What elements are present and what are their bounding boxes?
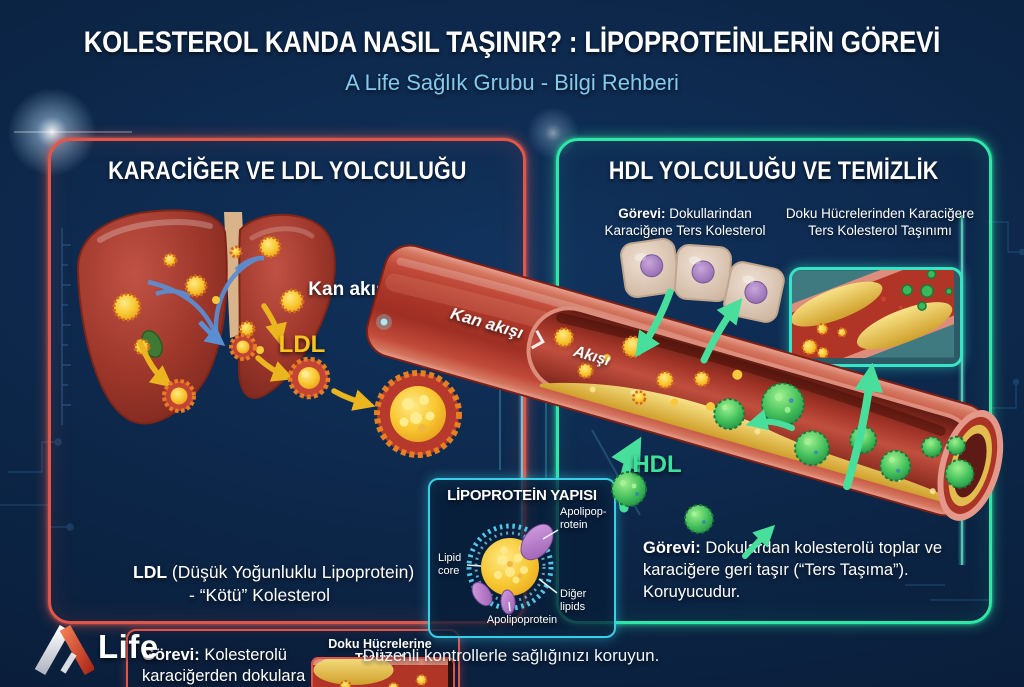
footer-tagline: Düzenli kontrollerle sağlığınızı koruyun… bbox=[362, 646, 660, 665]
ldl-task-box: Görevi: Kolesterolü karaciğerden dokular… bbox=[126, 629, 460, 687]
pointer-lines bbox=[466, 529, 559, 612]
hdl-task-text: Görevi: Dokulardan kolesterolü toplar ve… bbox=[643, 539, 942, 601]
chevron-right-icon bbox=[530, 329, 545, 350]
label-apolipoprotein-top: Apolipop-rotein bbox=[560, 506, 607, 531]
brand-name: Life bbox=[98, 628, 159, 665]
hdl-caption-right: Doku Hücrelerinden Karaciğere Ters Koles… bbox=[785, 206, 975, 238]
hdl-panel-title: HDL YOLCULUĞU VE TEMİZLİK bbox=[609, 157, 939, 185]
header: KOLESTEROL KANDA NASIL TAŞINIR? : LİPOPR… bbox=[0, 26, 1024, 96]
label-apolipoprotein-bottom: Apolipoprotein bbox=[486, 614, 558, 626]
tissue-delivery-inset-image bbox=[311, 657, 455, 687]
lipoprotein-diagram bbox=[466, 523, 559, 615]
ldl-task-text: Görevi: Kolesterolü karaciğerden dokular… bbox=[142, 646, 306, 685]
page-title: KOLESTEROL KANDA NASIL TAŞINIR? : LİPOPR… bbox=[83, 26, 941, 59]
a-life-logo-icon bbox=[34, 625, 94, 675]
page-subtitle: A Life Sağlık Grubu - Bilgi Rehberi bbox=[345, 70, 679, 95]
brand-logo: Life bbox=[30, 618, 159, 676]
ldl-description: LDL (Düşük Yoğunluklu Lipoprotein) - “Kö… bbox=[133, 562, 415, 605]
reverse-transport-inset-image bbox=[789, 267, 963, 367]
lipoprotein-structure-box: LİPOPROTEİN YAPISI bbox=[428, 478, 616, 638]
reverse-transport-vessel-illustration bbox=[792, 270, 960, 364]
plaque-vessel-illustration bbox=[313, 659, 452, 687]
hdl-caption-left: Görevi: Dokullarindan Karaciğene Ters Ko… bbox=[604, 206, 766, 238]
apolipoprotein-blobs bbox=[471, 523, 554, 615]
ldl-panel-title: KARACİĞER VE LDL YOLCULUĞU bbox=[107, 157, 467, 185]
hdl-journey-panel: HDL YOLCULUĞU VE TEMİZLİK Görevi: Dokull… bbox=[556, 138, 992, 624]
